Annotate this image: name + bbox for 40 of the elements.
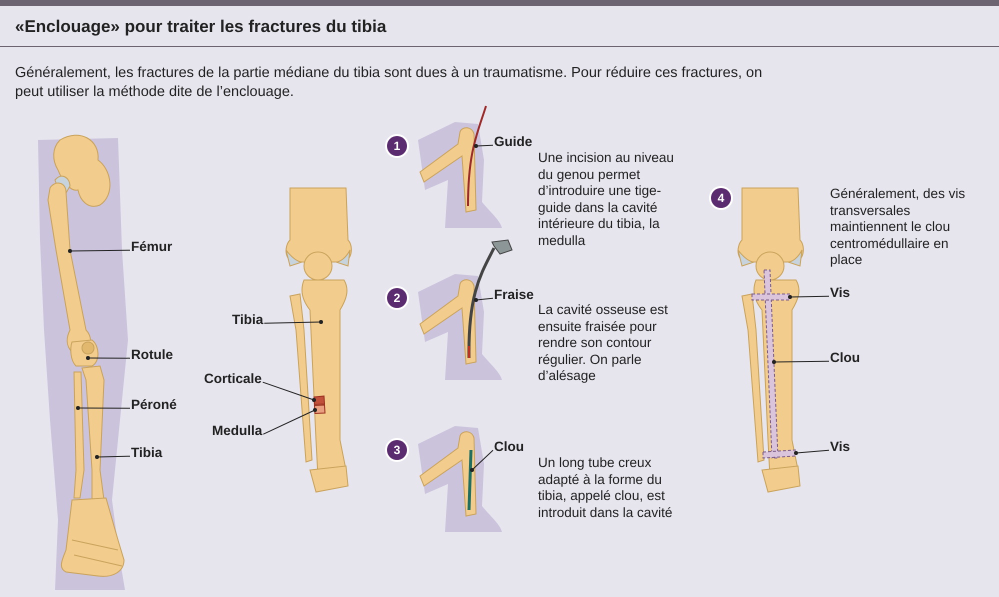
leader-line: [262, 382, 316, 402]
part-label: Clou: [494, 439, 524, 455]
part-label: Tibia: [232, 312, 264, 328]
leader-line: [86, 356, 130, 360]
step-description: Généralement, des vis transversales maintiennent le clou centromédullaire en place: [830, 186, 966, 268]
leader-line: [76, 406, 130, 410]
part-label: Clou: [830, 350, 860, 366]
leader-line: [95, 455, 130, 459]
leader-line: [772, 360, 830, 364]
fracture-medulla: [314, 404, 326, 414]
part-label: Vis: [830, 439, 850, 455]
leader-line: [264, 320, 323, 324]
intro-paragraph: Généralement, les fractures de la partie médiane du tibia sont dues à un traumatisme. Pour réduire ces fractures, on peut utiliser la méthode dite de l’enclouage.: [15, 64, 764, 102]
step-number-badge: 4: [711, 188, 731, 208]
part-label: Fraise: [494, 287, 534, 303]
step-number-badge: 2: [387, 288, 407, 308]
step-number-badge: 3: [387, 440, 407, 460]
leader-line: [68, 249, 130, 253]
screw: [762, 449, 796, 459]
part-label: Guide: [494, 134, 532, 150]
leader-line: [474, 298, 494, 302]
leader-line: [788, 295, 830, 299]
step-description: Une incision au niveau du genou permet d’introduire une tige-guide dans la cavité intérieure du tibia, la medulla: [538, 150, 675, 249]
part-label: Fémur: [131, 239, 172, 255]
part-label: Péroné: [131, 397, 177, 413]
step-description: Un long tube creux adapté à la forme du tibia, appelé clou, est introduit dans la cavité: [538, 455, 674, 521]
part-label: Tibia: [131, 445, 162, 461]
step-number-badge: 1: [387, 136, 407, 156]
leader-line: [262, 408, 317, 435]
part-label: Medulla: [212, 423, 262, 439]
step-description: La cavité osseuse est ensuite fraisée pour rendre son contour régulier. On parle d’alésage: [538, 302, 669, 384]
part-label: Rotule: [131, 347, 173, 363]
fracture-cortex: [313, 395, 326, 406]
leader-line: [474, 144, 494, 148]
part-label: Corticale: [204, 371, 262, 387]
screw: [752, 294, 790, 300]
title: «Enclouage» pour traiter les fractures du tibia: [15, 17, 386, 37]
leader-line: [794, 450, 830, 455]
part-label: Vis: [830, 285, 850, 301]
leader-line: [470, 450, 494, 472]
